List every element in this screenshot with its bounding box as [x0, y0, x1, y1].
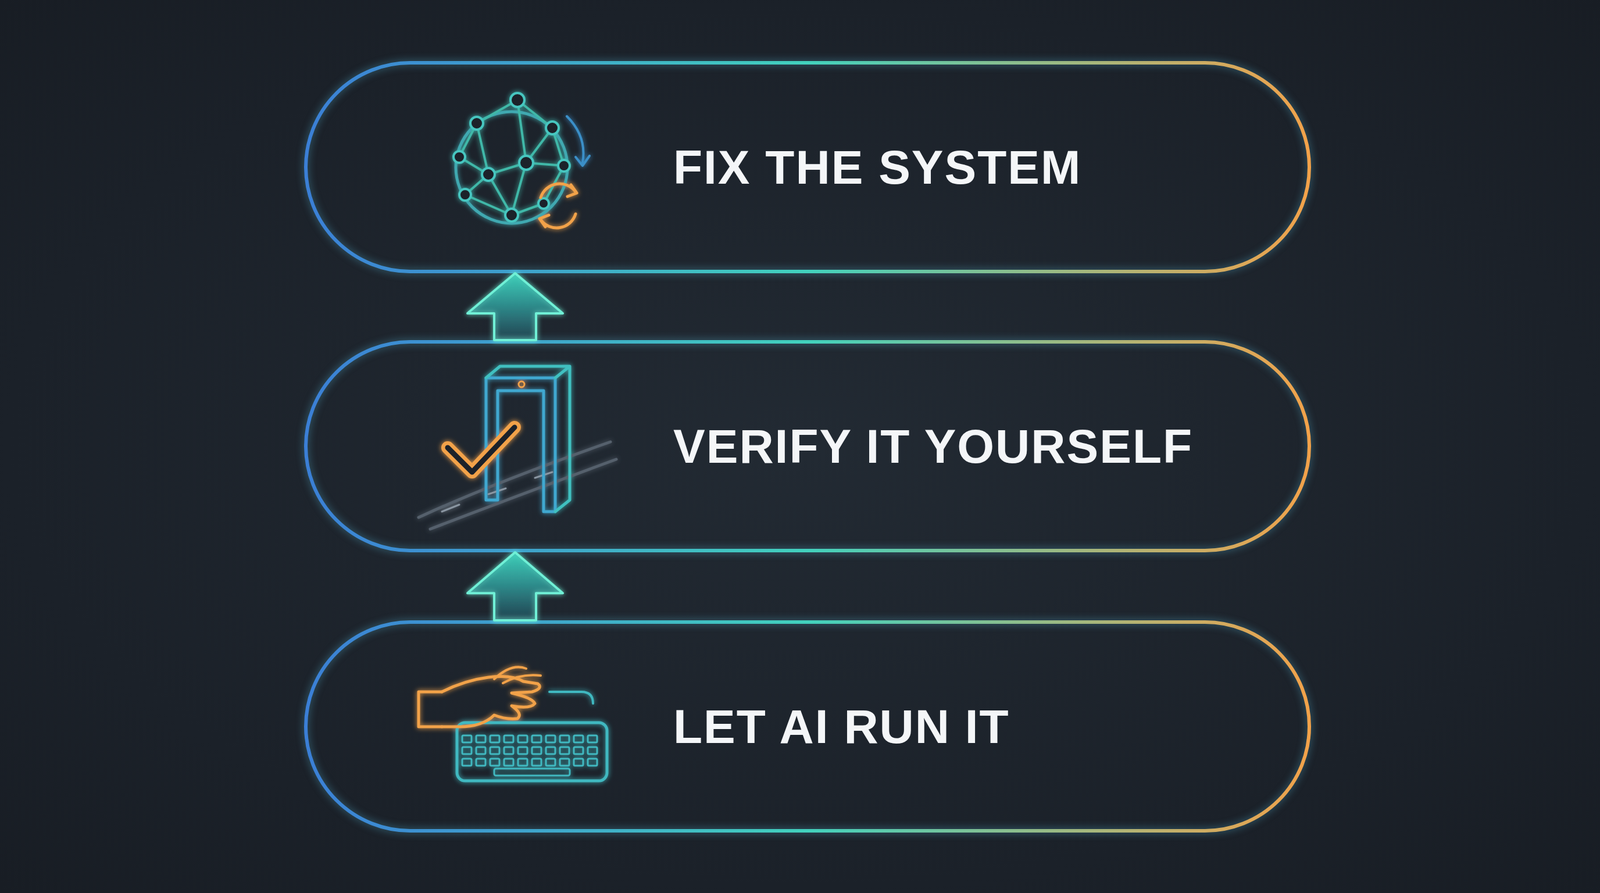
network-globe-icon: [453, 93, 590, 228]
pill-border: [305, 341, 1310, 551]
pill-step: VERIFY IT YOURSELF: [304, 340, 1312, 553]
pill-step: LET AI RUN IT: [304, 620, 1312, 833]
step-label: VERIFY IT YOURSELF: [673, 419, 1194, 474]
up-arrow: [467, 273, 563, 341]
hand-keyboard-icon: [418, 666, 607, 781]
pill-border: [305, 622, 1310, 831]
pill-step: FIX THE SYSTEM: [304, 61, 1312, 274]
step-label: FIX THE SYSTEM: [673, 140, 1082, 195]
step-label: LET AI RUN IT: [673, 699, 1010, 755]
up-arrow: [467, 552, 563, 621]
checkpoint-gate-icon: [418, 366, 617, 530]
pill-border: [305, 62, 1310, 272]
